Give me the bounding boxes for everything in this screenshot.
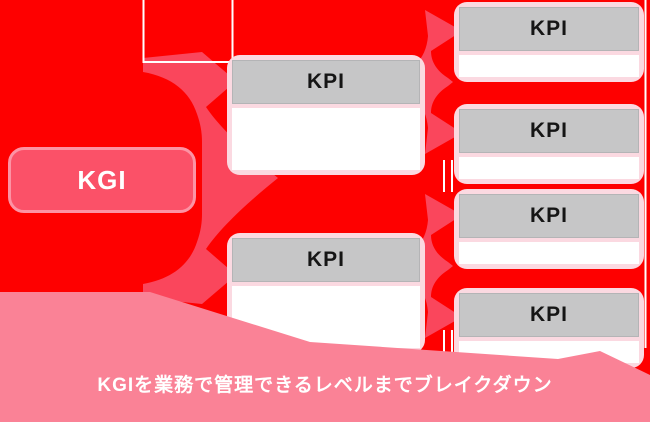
kpi-card-header: KPI	[459, 194, 639, 238]
kpi-card-mid-2: KPI	[227, 233, 425, 353]
kpi-card-header: KPI	[459, 109, 639, 153]
kgi-label: KGI	[77, 164, 127, 195]
kpi-label: KPI	[529, 204, 568, 227]
kpi-card-body	[459, 55, 639, 77]
kpi-card-right-1: KPI	[454, 2, 644, 82]
kpi-card-header: KPI	[459, 7, 639, 51]
kpi-card-body	[459, 157, 639, 179]
kpi-branch-arrow-top-icon	[414, 10, 462, 154]
kpi-card-right-4: KPI	[454, 288, 644, 368]
kpi-label: KPI	[306, 248, 345, 271]
kpi-branch-arrow-bottom-icon	[414, 194, 462, 338]
kpi-card-body	[459, 341, 639, 363]
caption-text: KGIを業務で管理できるレベルまでブレイクダウン	[97, 375, 553, 396]
kpi-label: KPI	[529, 303, 568, 326]
kpi-card-body	[232, 108, 420, 170]
kpi-label: KPI	[529, 17, 568, 40]
kpi-card-body	[459, 242, 639, 264]
kpi-card-header: KPI	[232, 238, 420, 282]
kpi-label: KPI	[306, 70, 345, 93]
kgi-branch-arrow-icon	[143, 52, 278, 304]
kgi-node: KGI	[8, 147, 196, 213]
kpi-label: KPI	[529, 119, 568, 142]
kpi-card-right-3: KPI	[454, 189, 644, 269]
artifact-rect-line	[142, 0, 234, 63]
kpi-card-right-2: KPI	[454, 104, 644, 184]
kpi-card-header: KPI	[232, 60, 420, 104]
kpi-card-header: KPI	[459, 293, 639, 337]
kpi-card-body	[232, 286, 420, 348]
kpi-card-mid-1: KPI	[227, 55, 425, 175]
